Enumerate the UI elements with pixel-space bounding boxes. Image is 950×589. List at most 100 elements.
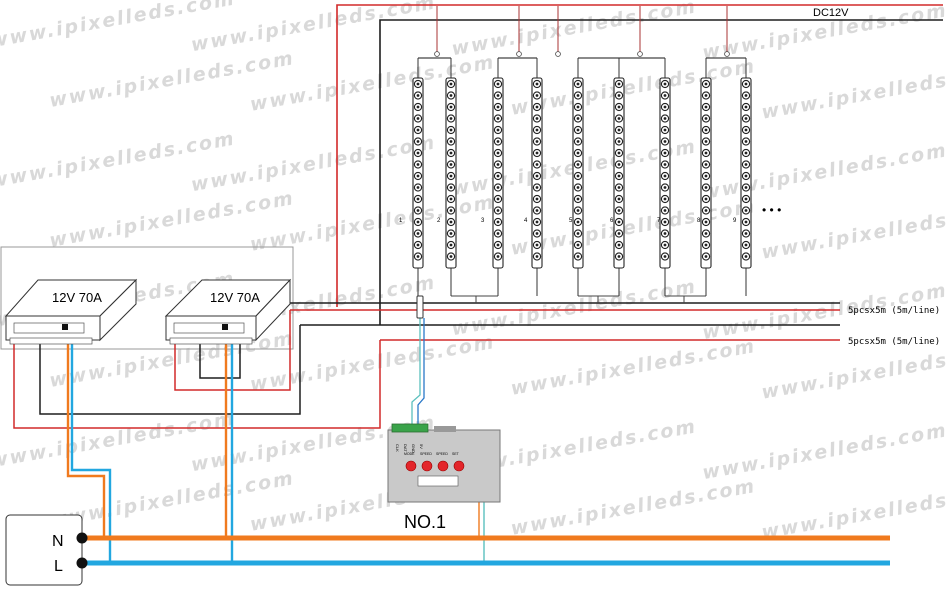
controller-port-label: DAT bbox=[403, 444, 408, 452]
led-pixel-core bbox=[496, 151, 500, 155]
led-pixel-core bbox=[617, 209, 621, 212]
psu-1-rating: 12V 70A bbox=[52, 290, 102, 305]
strip-number: 6 bbox=[610, 218, 614, 224]
led-pixel-core bbox=[576, 243, 580, 247]
led-pixel-core bbox=[496, 117, 500, 120]
led-pixel-core bbox=[576, 209, 580, 212]
tee-connector bbox=[637, 51, 643, 57]
strip-number: 9 bbox=[733, 218, 737, 224]
led-pixel-core bbox=[416, 186, 420, 189]
led-pixel-core bbox=[617, 82, 621, 86]
led-pixel-core bbox=[704, 220, 708, 224]
led-pixel-core bbox=[449, 232, 453, 235]
led-pixel-core bbox=[416, 117, 420, 120]
led-pixel-core bbox=[416, 232, 420, 235]
led-pixel-core bbox=[704, 243, 708, 247]
led-pixel-core bbox=[449, 174, 453, 178]
psu1-orange-mains bbox=[66, 342, 106, 538]
led-pixel-core bbox=[496, 220, 500, 224]
strip-number: 3 bbox=[481, 218, 485, 224]
led-pixel-core bbox=[663, 232, 667, 235]
led-pixel-core bbox=[663, 140, 667, 143]
controller-display bbox=[417, 475, 459, 487]
led-pixel-core bbox=[704, 232, 708, 235]
led-pixel-core bbox=[617, 140, 621, 143]
led-pixel-core bbox=[704, 186, 708, 189]
led-pixel-core bbox=[704, 94, 708, 97]
led-pixel-core bbox=[576, 82, 580, 86]
tee-connector bbox=[724, 51, 730, 57]
led-pixel-core bbox=[416, 140, 420, 143]
controller-button-label: SPEED bbox=[436, 452, 448, 456]
more-strips-ellipsis: • • • bbox=[762, 203, 781, 217]
led-pixel-core bbox=[704, 174, 708, 178]
led-pixel-core bbox=[663, 220, 667, 224]
watermark-text: www.ipixelleds.com bbox=[760, 199, 950, 264]
led-pixel-core bbox=[704, 105, 708, 109]
led-pixel-core bbox=[704, 209, 708, 212]
watermark-text: www.ipixelleds.com bbox=[760, 339, 950, 404]
led-pixel-core bbox=[416, 82, 420, 86]
led-pixel-core bbox=[416, 128, 420, 132]
led-pixel-core bbox=[576, 220, 580, 224]
led-pixel-core bbox=[449, 220, 453, 224]
led-pixel-core bbox=[663, 117, 667, 120]
led-pixel-core bbox=[535, 209, 539, 212]
strip-number: 7 bbox=[657, 218, 661, 224]
led-pixel-core bbox=[535, 82, 539, 86]
led-pixel-core bbox=[663, 151, 667, 155]
led-pixel-core bbox=[416, 94, 420, 97]
led-pixel-core bbox=[449, 163, 453, 166]
led-pixel-core bbox=[576, 255, 580, 258]
led-pixel-core bbox=[576, 117, 580, 120]
controller-button-label: SET bbox=[452, 452, 460, 456]
black-dc12v-line bbox=[379, 19, 943, 325]
led-pixel-core bbox=[617, 128, 621, 132]
power-supply-1: 12V 70A bbox=[4, 278, 138, 345]
led-pixel-core bbox=[496, 94, 500, 97]
led-pixel-core bbox=[496, 232, 500, 235]
led-pixel-core bbox=[496, 105, 500, 109]
led-pixel-core bbox=[535, 186, 539, 189]
watermark-text: www.ipixelleds.com bbox=[760, 479, 950, 544]
led-pixel-core bbox=[617, 105, 621, 109]
live-label: L bbox=[54, 558, 63, 575]
watermark-text: www.ipixelleds.com bbox=[701, 419, 950, 484]
neutral-terminal bbox=[76, 532, 88, 544]
watermark-text: www.ipixelleds.com bbox=[509, 475, 758, 540]
data-wire-blue bbox=[417, 318, 425, 432]
psu1-black-out bbox=[39, 325, 301, 415]
controller-port-label: CLK bbox=[395, 444, 400, 452]
strip-number: 1 bbox=[399, 218, 403, 224]
led-pixel-core bbox=[704, 151, 708, 155]
led-pixel-core bbox=[416, 105, 420, 109]
psu1-blue-mains bbox=[70, 342, 112, 563]
led-pixel-core bbox=[617, 197, 621, 201]
led-pixel-core bbox=[744, 243, 748, 247]
watermark-text: www.ipixelleds.com bbox=[509, 55, 758, 120]
led-pixel-core bbox=[617, 163, 621, 166]
strip-number: 8 bbox=[697, 218, 701, 224]
led-pixel-core bbox=[576, 197, 580, 201]
led-pixel-core bbox=[663, 197, 667, 201]
dc12v-label: DC12V bbox=[813, 7, 849, 19]
led-pixel-core bbox=[744, 220, 748, 224]
led-pixel-core bbox=[449, 186, 453, 189]
led-pixel-core bbox=[449, 117, 453, 120]
led-pixel-core bbox=[617, 174, 621, 178]
led-pixel-core bbox=[576, 174, 580, 178]
led-pixel-core bbox=[535, 243, 539, 247]
led-pixel-core bbox=[416, 255, 420, 258]
mains-terminal: N L bbox=[5, 514, 88, 586]
speed-down-button bbox=[437, 460, 449, 472]
led-pixel-core bbox=[744, 94, 748, 97]
controller-button-label: SPEED bbox=[420, 452, 432, 456]
led-pixel-core bbox=[663, 163, 667, 166]
led-pixel-core bbox=[704, 128, 708, 132]
led-pixel-core bbox=[576, 94, 580, 97]
led-pixel-core bbox=[535, 174, 539, 178]
watermark-text: www.ipixelleds.com bbox=[509, 195, 758, 260]
psu1-red-out bbox=[13, 340, 381, 429]
tee-connector bbox=[434, 51, 440, 57]
watermark-text: www.ipixelleds.com bbox=[701, 139, 950, 204]
